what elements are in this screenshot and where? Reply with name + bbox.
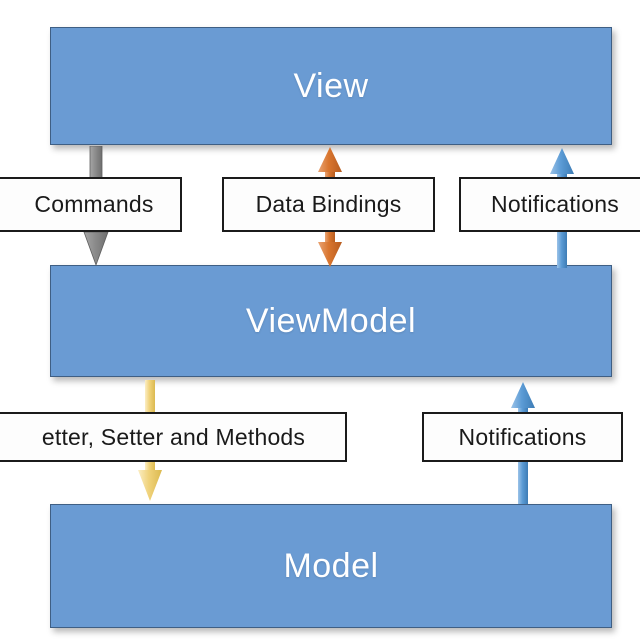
connection-label-accessors-text: etter, Setter and Methods <box>41 423 306 450</box>
connection-label-notifications-model[interactable]: Notifications <box>422 412 623 462</box>
connection-label-notifications-view-text: Notifications <box>491 191 619 217</box>
connection-label-notifications-model-text: Notifications <box>458 423 587 450</box>
layer-viewmodel[interactable]: ViewModel <box>50 265 612 377</box>
layer-viewmodel-label: ViewModel <box>245 301 417 340</box>
connection-label-data-bindings-text: Data Bindings <box>255 191 402 217</box>
layer-view-label: View <box>293 66 369 105</box>
connection-label-commands[interactable]: Commands <box>0 177 182 232</box>
connection-label-data-bindings[interactable]: Data Bindings <box>222 177 435 232</box>
connection-label-notifications-view[interactable]: Notifications <box>459 177 640 232</box>
connection-label-commands-text: Commands <box>34 191 154 217</box>
connection-label-accessors[interactable]: etter, Setter and Methods <box>0 412 347 462</box>
layer-model-label: Model <box>283 546 379 585</box>
layer-view[interactable]: View <box>50 27 612 145</box>
layer-model[interactable]: Model <box>50 504 612 628</box>
